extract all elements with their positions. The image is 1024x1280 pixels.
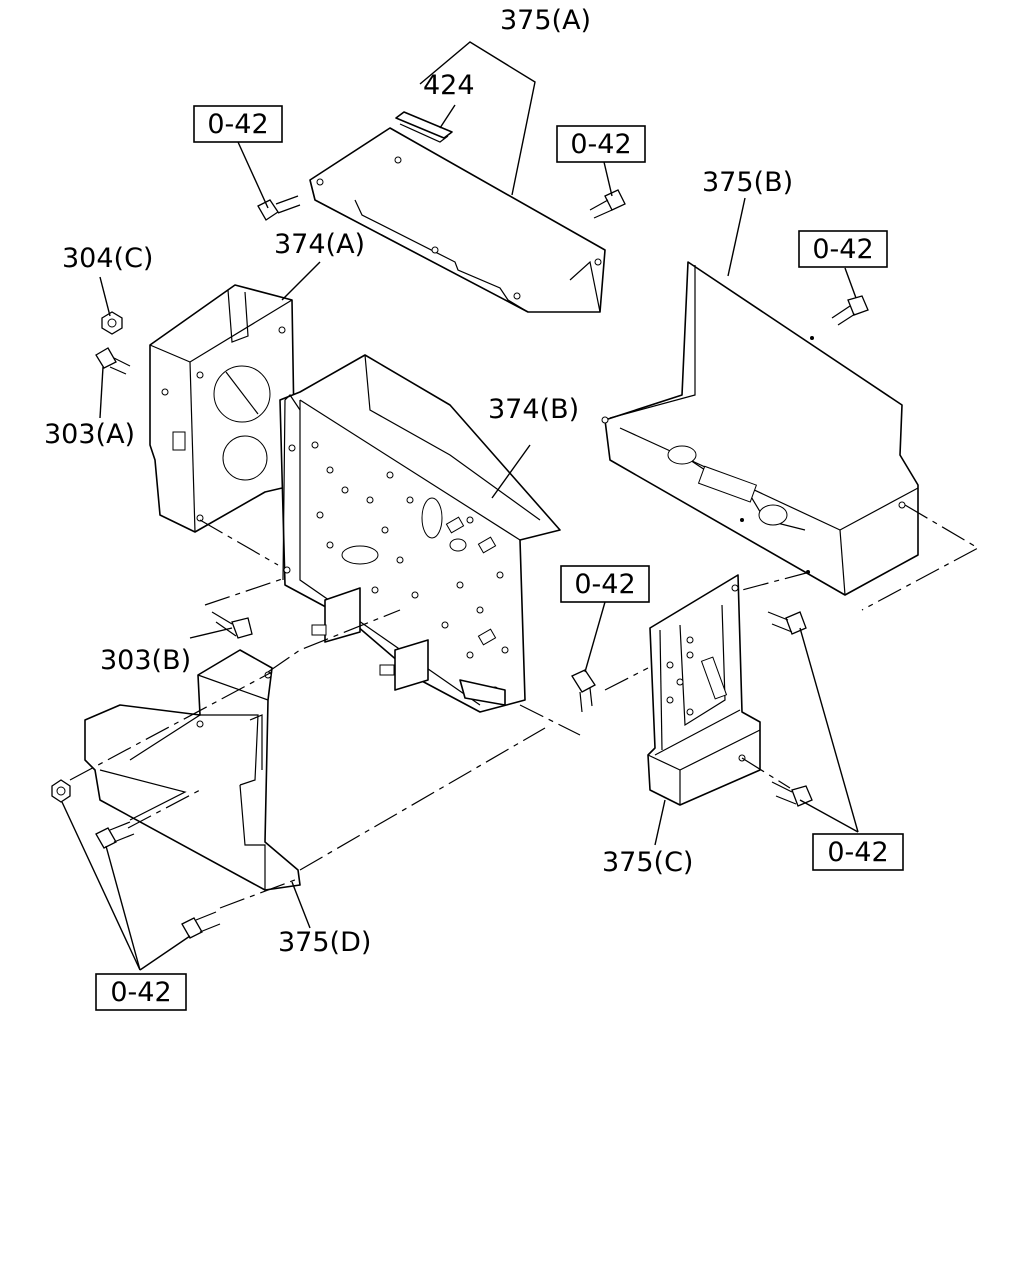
assembly-lines [69, 504, 980, 909]
part-375b-right-tray [601, 261, 919, 596]
part-375d-lower-left-bracket [84, 649, 301, 891]
bolt-icon [767, 611, 807, 635]
svg-text:0-42: 0-42 [574, 569, 635, 600]
callout-303a: 303(A) [44, 419, 135, 450]
callout-labels: 375(A) 424 375(B) 304(C) 374(A) 303(A) 3… [44, 5, 793, 958]
svg-text:0-42: 0-42 [827, 837, 888, 868]
callout-374b: 374(B) [488, 394, 579, 425]
leader-lines [61, 41, 859, 971]
ref-box-right-tray: 0-42 [798, 230, 888, 268]
callout-375c: 375(C) [602, 847, 693, 878]
callout-304c: 304(C) [62, 243, 153, 274]
svg-text:0-42: 0-42 [110, 977, 171, 1008]
nut-icon [101, 311, 123, 335]
nut-icon [51, 779, 71, 803]
callout-375d: 375(D) [278, 927, 371, 958]
reference-boxes: 0-42 0-42 0-42 0-42 0-42 0-42 [95, 105, 904, 1011]
ref-box-top-left: 0-42 [193, 105, 283, 143]
svg-text:0-42: 0-42 [207, 109, 268, 140]
part-424-strip [395, 111, 453, 143]
callout-375b: 375(B) [702, 167, 793, 198]
part-375a-top-cover [309, 127, 606, 313]
bolt-icon [831, 295, 869, 326]
callout-375a: 375(A) [500, 5, 591, 36]
part-374a-left-bracket [149, 284, 296, 533]
right-bracket-holes [666, 584, 746, 762]
ref-box-lower-left: 0-42 [95, 973, 187, 1011]
ref-box-top-right: 0-42 [556, 125, 646, 163]
main-plate-holes [283, 441, 509, 694]
part-375c-right-bracket [647, 574, 761, 806]
bolt-icon [211, 611, 253, 639]
bolt-icon [95, 821, 135, 849]
ref-box-center: 0-42 [560, 565, 650, 603]
callout-303b: 303(B) [100, 645, 191, 676]
bolt-icon [95, 347, 131, 375]
svg-text:0-42: 0-42 [570, 129, 631, 160]
svg-text:0-42: 0-42 [812, 234, 873, 265]
bolt-icon [181, 911, 221, 939]
fasteners [51, 189, 869, 939]
bolt-icon [589, 189, 626, 219]
ref-box-lower-right: 0-42 [812, 833, 904, 871]
bolt-icon [571, 669, 596, 713]
part-374b-main-plate [279, 354, 561, 713]
bolt-icon [771, 781, 813, 807]
callout-424: 424 [423, 70, 475, 101]
callout-374a: 374(A) [274, 229, 365, 260]
